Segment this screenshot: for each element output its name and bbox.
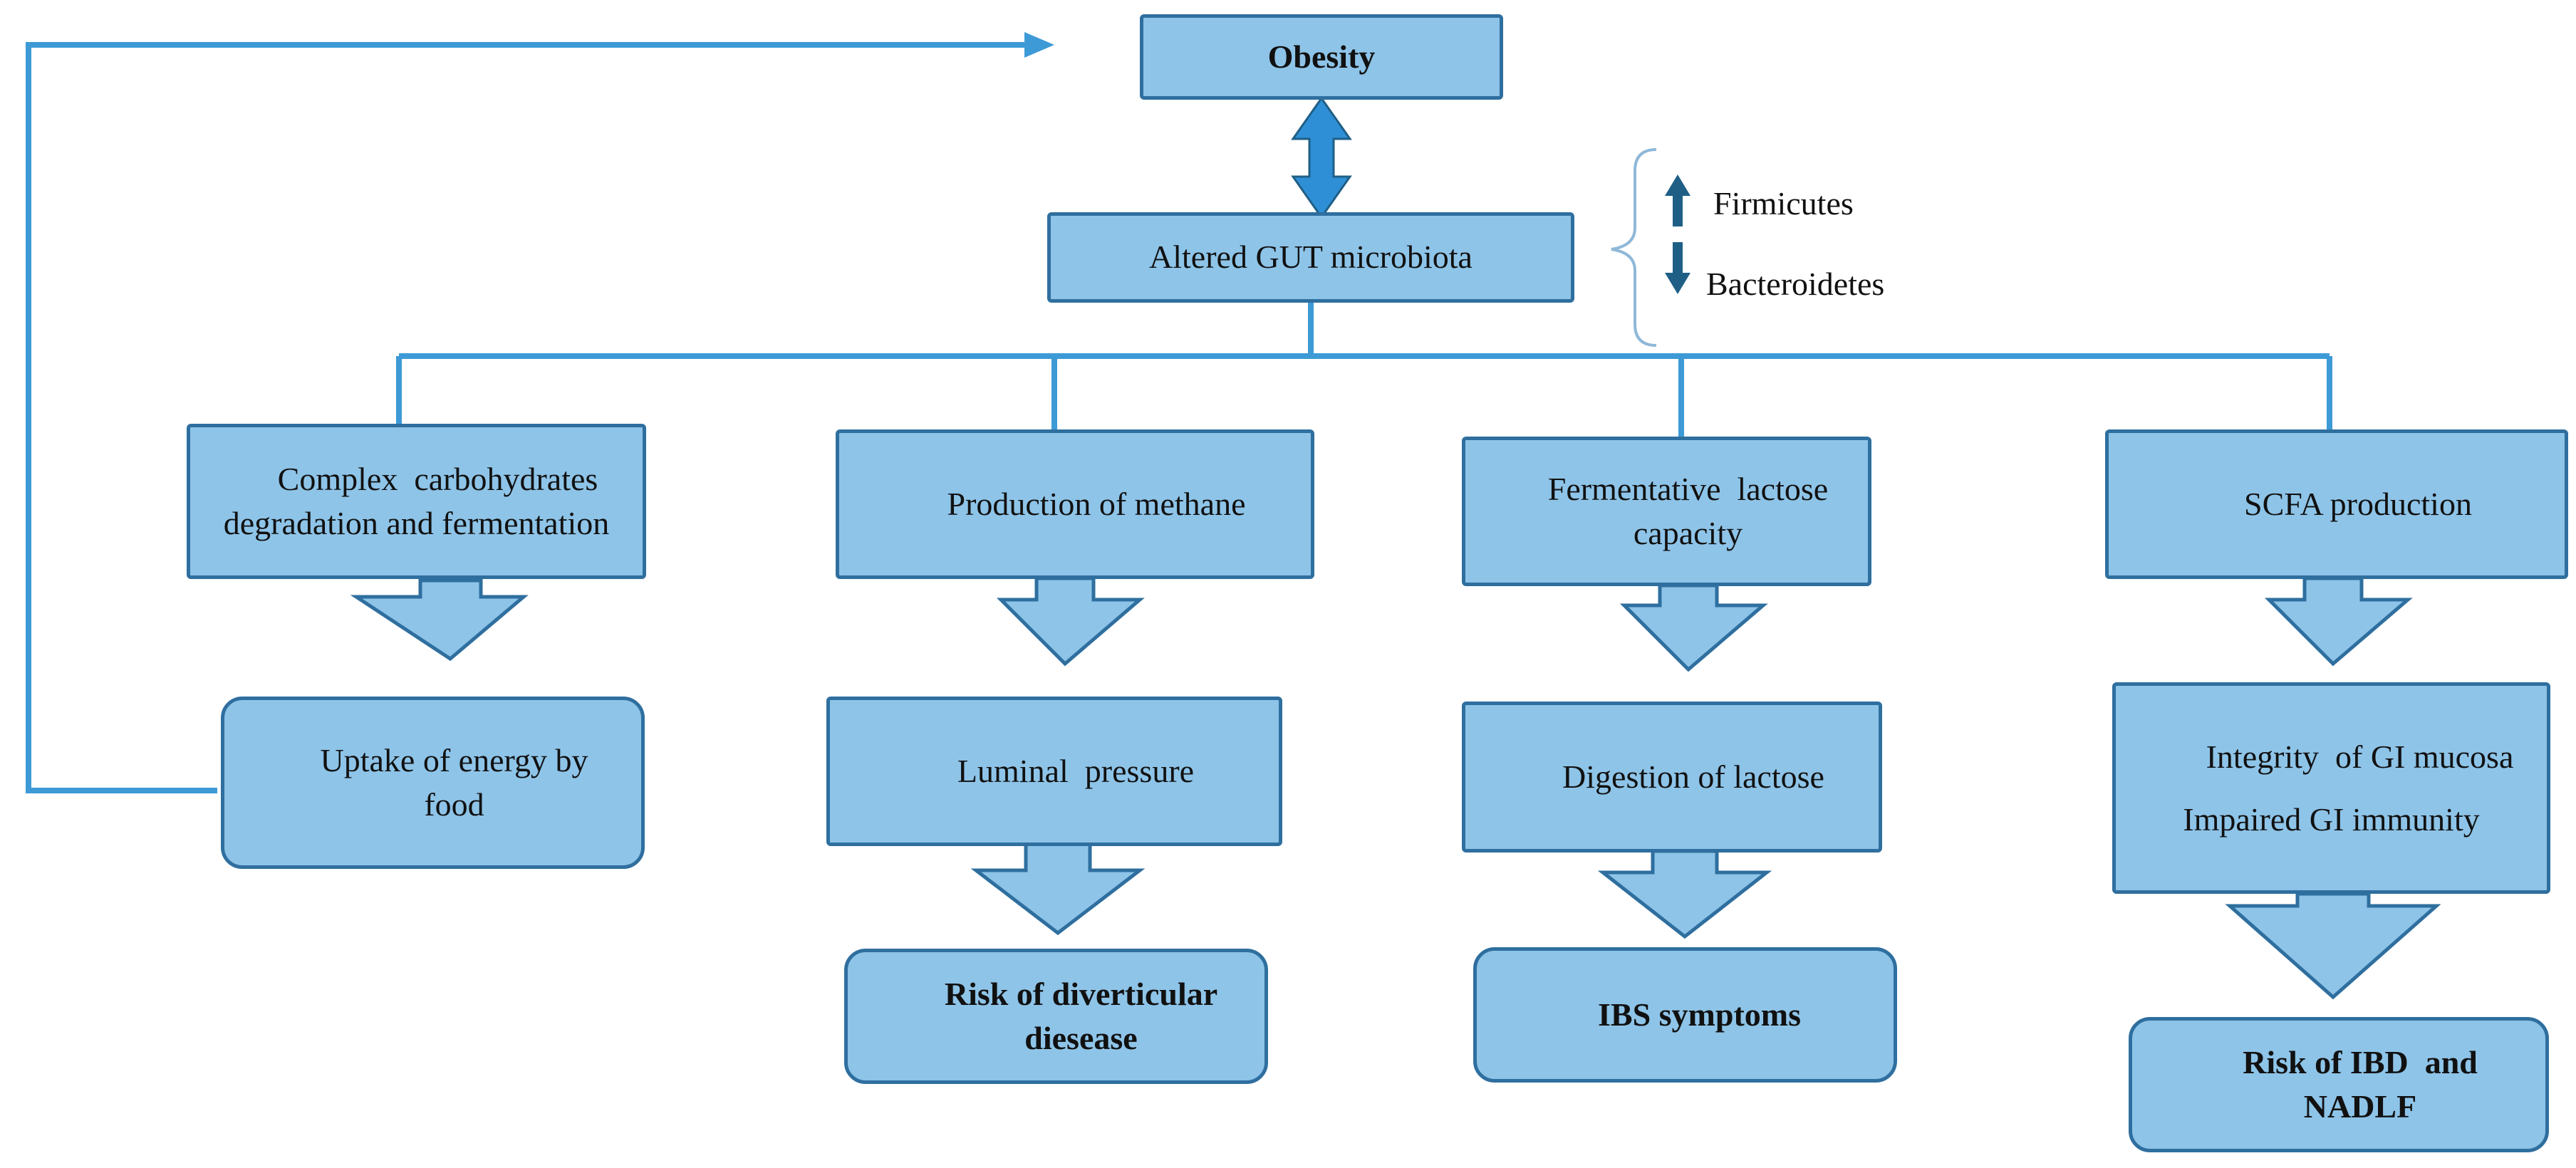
luminal-pressure-label: Luminal pressure bbox=[957, 752, 1195, 789]
lactose-digestion-label: Digestion of lactose bbox=[1562, 758, 1824, 795]
block-down-arrow-icon bbox=[2225, 892, 2441, 1000]
block-down-arrow-icon bbox=[350, 578, 529, 662]
altered-microbiota-label: Altered GUT microbiota bbox=[1149, 239, 1473, 276]
lactose-digestion-box: Digestion of lactose bbox=[1462, 702, 1882, 852]
block-down-arrow-icon bbox=[970, 842, 1146, 936]
ibs-symptoms-box: IBS symptoms bbox=[1473, 947, 1897, 1083]
methane-production-label: Production of methane bbox=[947, 485, 1246, 522]
gi-mucosa-integrity-label: Integrity of GI mucosa bbox=[2206, 739, 2514, 776]
block-down-arrow-icon bbox=[996, 576, 1145, 667]
firmicutes-label: Firmicutes bbox=[1713, 185, 1854, 221]
feedback-arrowhead-icon bbox=[1024, 32, 1054, 58]
energy-uptake-box: Uptake of energy by food bbox=[221, 697, 645, 869]
obesity-box: Obesity bbox=[1140, 14, 1503, 100]
ibs-symptoms-label: IBS symptoms bbox=[1597, 996, 1801, 1033]
fermentative-lactose-line2: capacity bbox=[1633, 515, 1743, 551]
down-arrow-icon bbox=[1665, 242, 1690, 294]
scfa-production-box: SCFA production bbox=[2105, 429, 2568, 579]
energy-uptake-line1: Uptake of energy by bbox=[320, 741, 588, 778]
fermentative-lactose-box: Fermentative lactose capacity bbox=[1462, 437, 1871, 586]
carbohydrate-degradation-line2: degradation and fermentation bbox=[223, 505, 610, 541]
scfa-production-label: SCFA production bbox=[2244, 485, 2472, 522]
carbohydrate-degradation-box: Complex carbohydrates degradation and fe… bbox=[187, 424, 646, 579]
up-arrow-icon bbox=[1665, 174, 1690, 226]
double-headed-arrow-icon bbox=[1291, 96, 1352, 219]
luminal-pressure-box: Luminal pressure bbox=[826, 697, 1282, 846]
gi-immunity-label: Impaired GI immunity bbox=[2183, 801, 2480, 838]
bacteroidetes-label: Bacteroidetes bbox=[1706, 266, 1885, 302]
ibd-nadlf-risk-line1: Risk of IBD and bbox=[2243, 1043, 2478, 1080]
diverticular-risk-line1: Risk of diverticular bbox=[944, 975, 1218, 1012]
feedback-connector bbox=[26, 42, 1029, 793]
energy-uptake-line2: food bbox=[424, 786, 484, 823]
altered-microbiota-box: Altered GUT microbiota bbox=[1047, 212, 1574, 303]
ibd-nadlf-risk-line2: NADLF bbox=[2303, 1088, 2417, 1125]
fermentative-lactose-line1: Fermentative lactose bbox=[1547, 470, 1829, 507]
block-down-arrow-icon bbox=[2264, 576, 2413, 667]
carbohydrate-degradation-line1: Complex carbohydrates bbox=[277, 460, 598, 497]
diverticular-risk-line2: diesease bbox=[1024, 1020, 1138, 1056]
gi-mucosa-box: Integrity of GI mucosa Impaired GI immun… bbox=[2112, 682, 2550, 894]
diverticular-risk-box: Risk of diverticular diesease bbox=[844, 949, 1268, 1084]
ibd-nadlf-risk-box: Risk of IBD and NADLF bbox=[2129, 1017, 2549, 1152]
methane-production-box: Production of methane bbox=[836, 429, 1314, 579]
obesity-label: Obesity bbox=[1267, 38, 1376, 75]
block-down-arrow-icon bbox=[1619, 583, 1768, 672]
block-down-arrow-icon bbox=[1597, 849, 1772, 939]
curly-brace-icon bbox=[1611, 148, 1657, 347]
